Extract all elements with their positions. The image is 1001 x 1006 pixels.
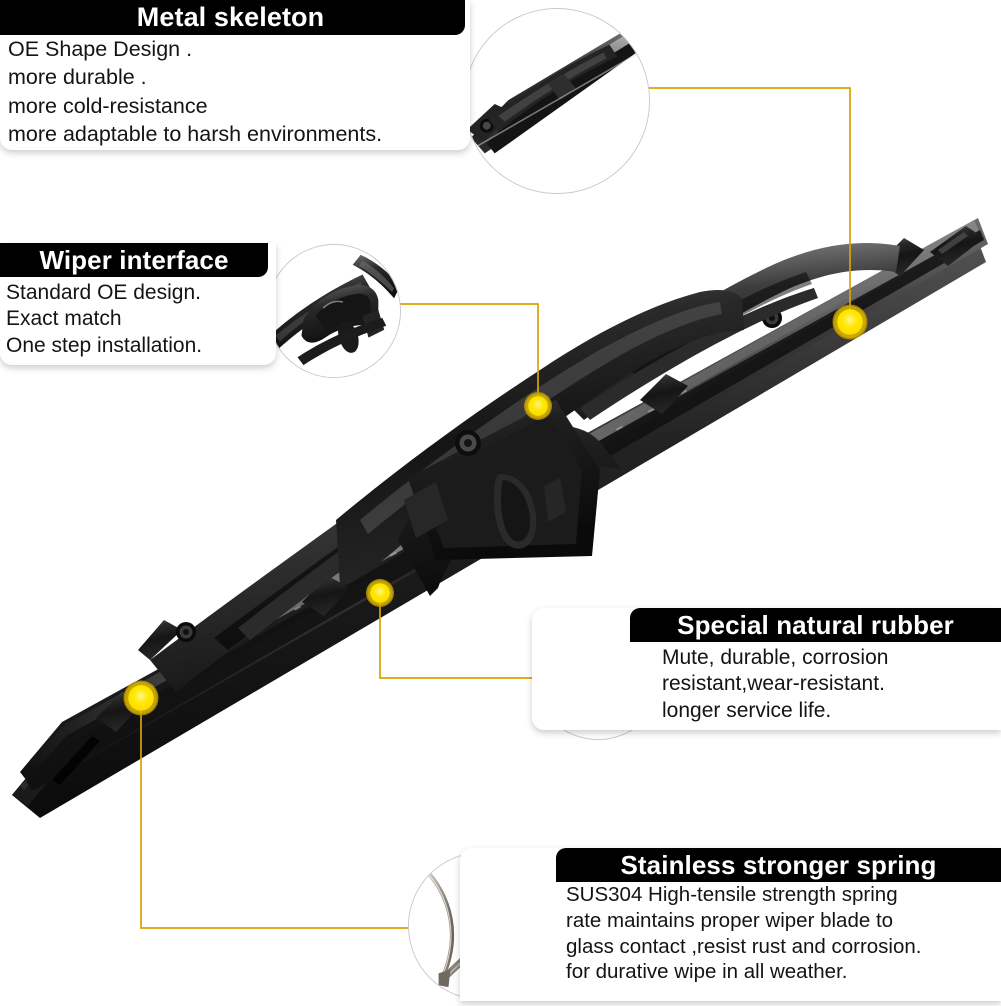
connector-spring (140, 698, 410, 929)
marker-dot-metal-skeleton[interactable] (837, 309, 863, 335)
description-line: for durative wipe in all weather. (566, 960, 848, 984)
panel-title: Wiper interface (39, 245, 229, 275)
description-line: resistant,wear-resistant. (662, 672, 885, 696)
connector-metal-skeleton (648, 87, 851, 322)
description-line: more adaptable to harsh environments. (8, 122, 383, 147)
description-line: OE Shape Design . (8, 37, 193, 62)
connector-rubber (379, 593, 534, 679)
panel-title-bar: Wiper interface (0, 243, 268, 277)
description-line: glass contact ,resist rust and corrosion… (566, 934, 922, 958)
marker-dot-spring[interactable] (128, 685, 154, 711)
panel-title-bar: Special natural rubber (630, 608, 1001, 642)
description-line: Mute, durable, corrosion (662, 645, 889, 669)
panel-description: Mute, durable, corrosion resistant,wear-… (662, 644, 888, 724)
description-line: Standard OE design. (6, 280, 201, 304)
description-line: rate maintains proper wiper blade to (566, 909, 894, 933)
description-line: One step installation. (6, 333, 203, 357)
panel-title: Metal skeleton (136, 2, 325, 32)
feature-panel-stainless-stronger-spring: Stainless stronger spring SUS304 High-te… (460, 848, 1001, 1001)
description-line: SUS304 High-tensile strength spring (566, 883, 898, 907)
panel-title: Special natural rubber (677, 610, 954, 640)
marker-dot-wiper-interface[interactable] (528, 396, 548, 416)
wiper-blade-frame-closeup-icon (464, 8, 650, 194)
panel-title-bar: Stainless stronger spring (556, 848, 1001, 882)
feature-panel-wiper-interface: Wiper interface Standard OE design. Exac… (0, 243, 276, 365)
panel-description: Standard OE design. Exact match One step… (6, 279, 202, 359)
panel-description: OE Shape Design . more durable . more co… (8, 36, 382, 149)
wiper-hook-connector-closeup-icon (267, 244, 401, 378)
marker-dot-rubber[interactable] (370, 583, 390, 603)
feature-panel-metal-skeleton: Metal skeleton OE Shape Design . more du… (0, 0, 470, 150)
feature-panel-special-natural-rubber: Special natural rubber Mute, durable, co… (532, 608, 1001, 730)
connector-wiper-interface (400, 303, 539, 406)
panel-title-bar: Metal skeleton (0, 0, 465, 35)
description-line: longer service life. (662, 698, 832, 722)
panel-description: SUS304 High-tensile strength spring rate… (566, 883, 922, 986)
description-line: more cold-resistance (8, 93, 208, 118)
panel-title: Stainless stronger spring (620, 850, 937, 880)
description-line: Exact match (6, 307, 122, 331)
description-line: more durable . (8, 65, 147, 90)
